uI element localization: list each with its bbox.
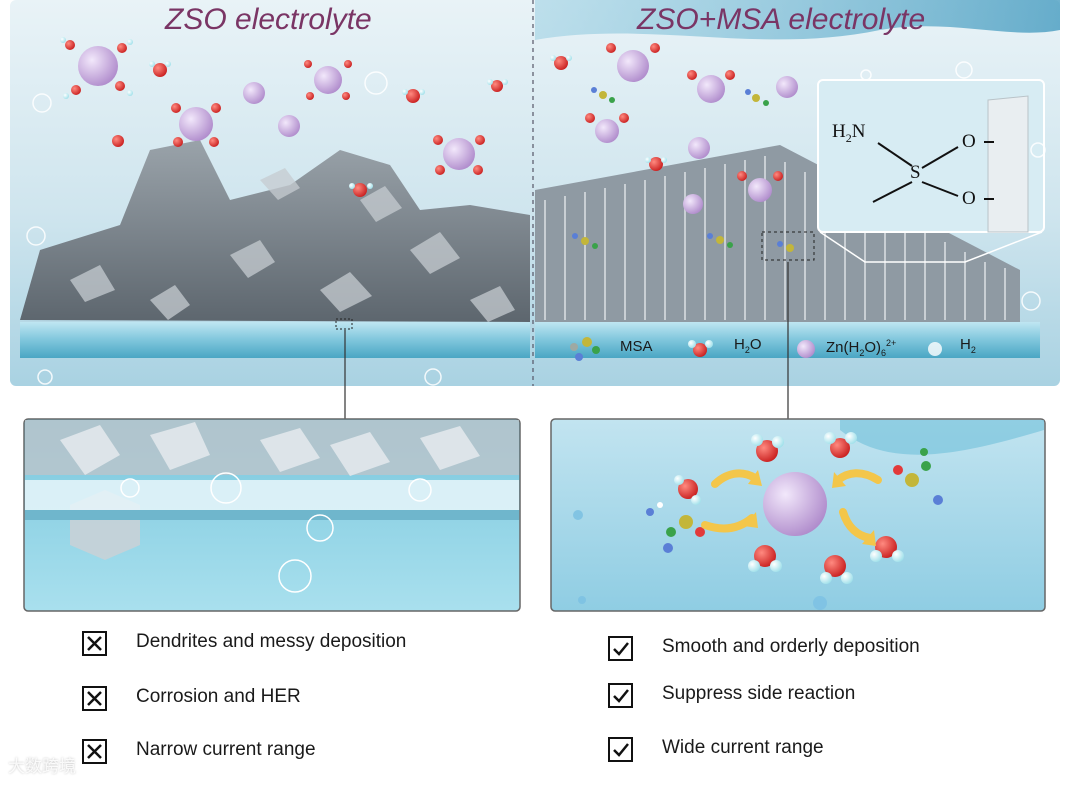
legend-h2o: H2O <box>734 336 762 355</box>
list-item-text: Suppress side reaction <box>662 683 855 705</box>
check-mark-icon <box>608 636 633 661</box>
right-panel-title: ZSO+MSA electrolyte <box>637 3 925 37</box>
cross-mark-icon <box>82 631 107 656</box>
list-item-text: Wide current range <box>662 737 824 759</box>
cross-mark-icon <box>82 739 107 764</box>
zinc-anode-left <box>20 322 530 358</box>
list-item-text: Narrow current range <box>136 739 316 761</box>
watermark: 大数跨境 <box>8 752 76 777</box>
check-mark-icon <box>608 737 633 762</box>
left-panel-title: ZSO electrolyte <box>165 3 372 37</box>
zinc-ion-center <box>763 472 827 536</box>
list-item-text: Dendrites and messy deposition <box>136 631 406 653</box>
oxygen-top-label: O <box>962 131 976 153</box>
cross-mark-icon <box>82 686 107 711</box>
check-mark-icon <box>608 683 633 708</box>
legend-h2: H2 <box>960 336 976 355</box>
oxygen-bottom-label: O <box>962 188 976 210</box>
legend-zn-complex: Zn(H2O)62+ <box>826 338 896 358</box>
list-item-text: Corrosion and HER <box>136 686 301 708</box>
sulfur-label: S <box>910 162 921 184</box>
list-item-text: Smooth and orderly deposition <box>662 636 920 658</box>
legend-msa: MSA <box>620 338 653 355</box>
amine-group-label: H2N <box>832 121 865 146</box>
